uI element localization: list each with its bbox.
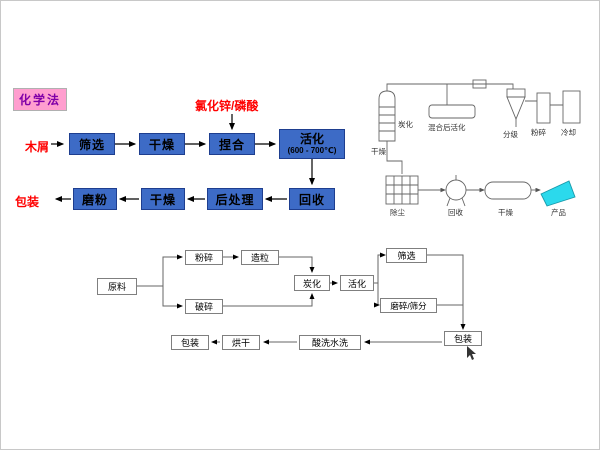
chemical-chart-arrows: [51, 114, 315, 202]
step-activation-label: 活化: [299, 131, 324, 146]
equipment-schematic: [378, 79, 581, 207]
column-bottom-pipe: [386, 141, 403, 174]
step-milling: 磨粉: [73, 188, 117, 210]
pbox-granulate: 造粒: [241, 250, 279, 265]
step-posttreatment: 后处理: [207, 188, 263, 210]
recovery-vessel: [445, 179, 467, 201]
pbox-package-right: 包装: [444, 331, 482, 346]
step-recovery: 回收: [289, 188, 335, 210]
pbox-acid-water-wash: 酸洗水洗: [299, 335, 361, 350]
mixer-vessel: [428, 104, 476, 119]
line-activate-to-screen: [374, 252, 386, 284]
right-pipes: [525, 100, 563, 106]
recovery-vessel-legs: [446, 175, 466, 207]
label-recovery: 回收: [448, 207, 463, 217]
classifier-top: [506, 88, 526, 98]
label-pulverizing: 粉碎: [531, 127, 546, 137]
product-flag: [540, 180, 576, 207]
step-drying-1: 干燥: [139, 133, 185, 155]
pbox-activate: 活化: [340, 275, 374, 291]
line-screen-to-package-right: [427, 254, 466, 330]
pbox-screen: 筛选: [386, 248, 427, 263]
pbox-crush: 破碎: [185, 299, 223, 314]
label-cooling: 冷却: [561, 127, 576, 137]
label-classification: 分级: [503, 129, 518, 139]
line-activate-to-grind: [374, 283, 380, 308]
step-kneading: 捏合: [209, 133, 255, 155]
equipment-labels: 炭化 干燥 混合后活化 分级 粉碎 冷却 除尘 回收 干燥 产品: [371, 119, 576, 217]
line-raw-to-crush: [137, 285, 183, 309]
output-packaging-label: 包装: [15, 195, 40, 209]
step-activation: 活化 (600 - 700℃): [279, 129, 345, 159]
inline-unit: [472, 79, 487, 89]
pbox-raw-material: 原料: [97, 278, 137, 295]
activation-temperature: (600 - 700℃): [287, 146, 337, 156]
label-mix-activation: 混合后活化: [428, 122, 466, 132]
method-label: 化学法: [13, 88, 68, 111]
label-drying-top: 干燥: [371, 147, 386, 156]
dryer-cylinder: [484, 181, 532, 200]
step-drying-2: 干燥: [141, 188, 185, 210]
column-vessel: [378, 90, 396, 142]
pbox-dry: 烘干: [222, 335, 260, 350]
dedust-grid: [386, 176, 418, 204]
pulverizer-vessel: [536, 92, 551, 124]
pbox-package-left: 包装: [171, 335, 209, 350]
reagent-label: 氯化锌/磷酸: [195, 99, 259, 113]
label-dedusting: 除尘: [390, 207, 405, 217]
physical-chart-lines: [137, 252, 466, 345]
line-crush-to-carbonize: [223, 293, 315, 307]
line-raw-to-pulverize: [137, 254, 183, 287]
pbox-grind-sieve: 磨碎/筛分: [380, 298, 437, 313]
cursor-icon: [467, 346, 476, 360]
pbox-carbonize: 炭化: [294, 275, 330, 291]
overhead-pipe: [386, 83, 514, 91]
cooler-vessel: [562, 90, 581, 124]
label-carbonization: 炭化: [398, 119, 413, 129]
column-trays: [379, 106, 395, 132]
classifier-hopper: [506, 96, 526, 121]
label-product: 产品: [551, 207, 566, 217]
label-drying-bottom: 干燥: [498, 208, 513, 217]
pbox-pulverize: 粉碎: [185, 250, 223, 265]
line-granulate-to-carbonize: [279, 256, 315, 273]
step-screening: 筛选: [69, 133, 115, 155]
input-material-label: 木屑: [25, 140, 50, 154]
